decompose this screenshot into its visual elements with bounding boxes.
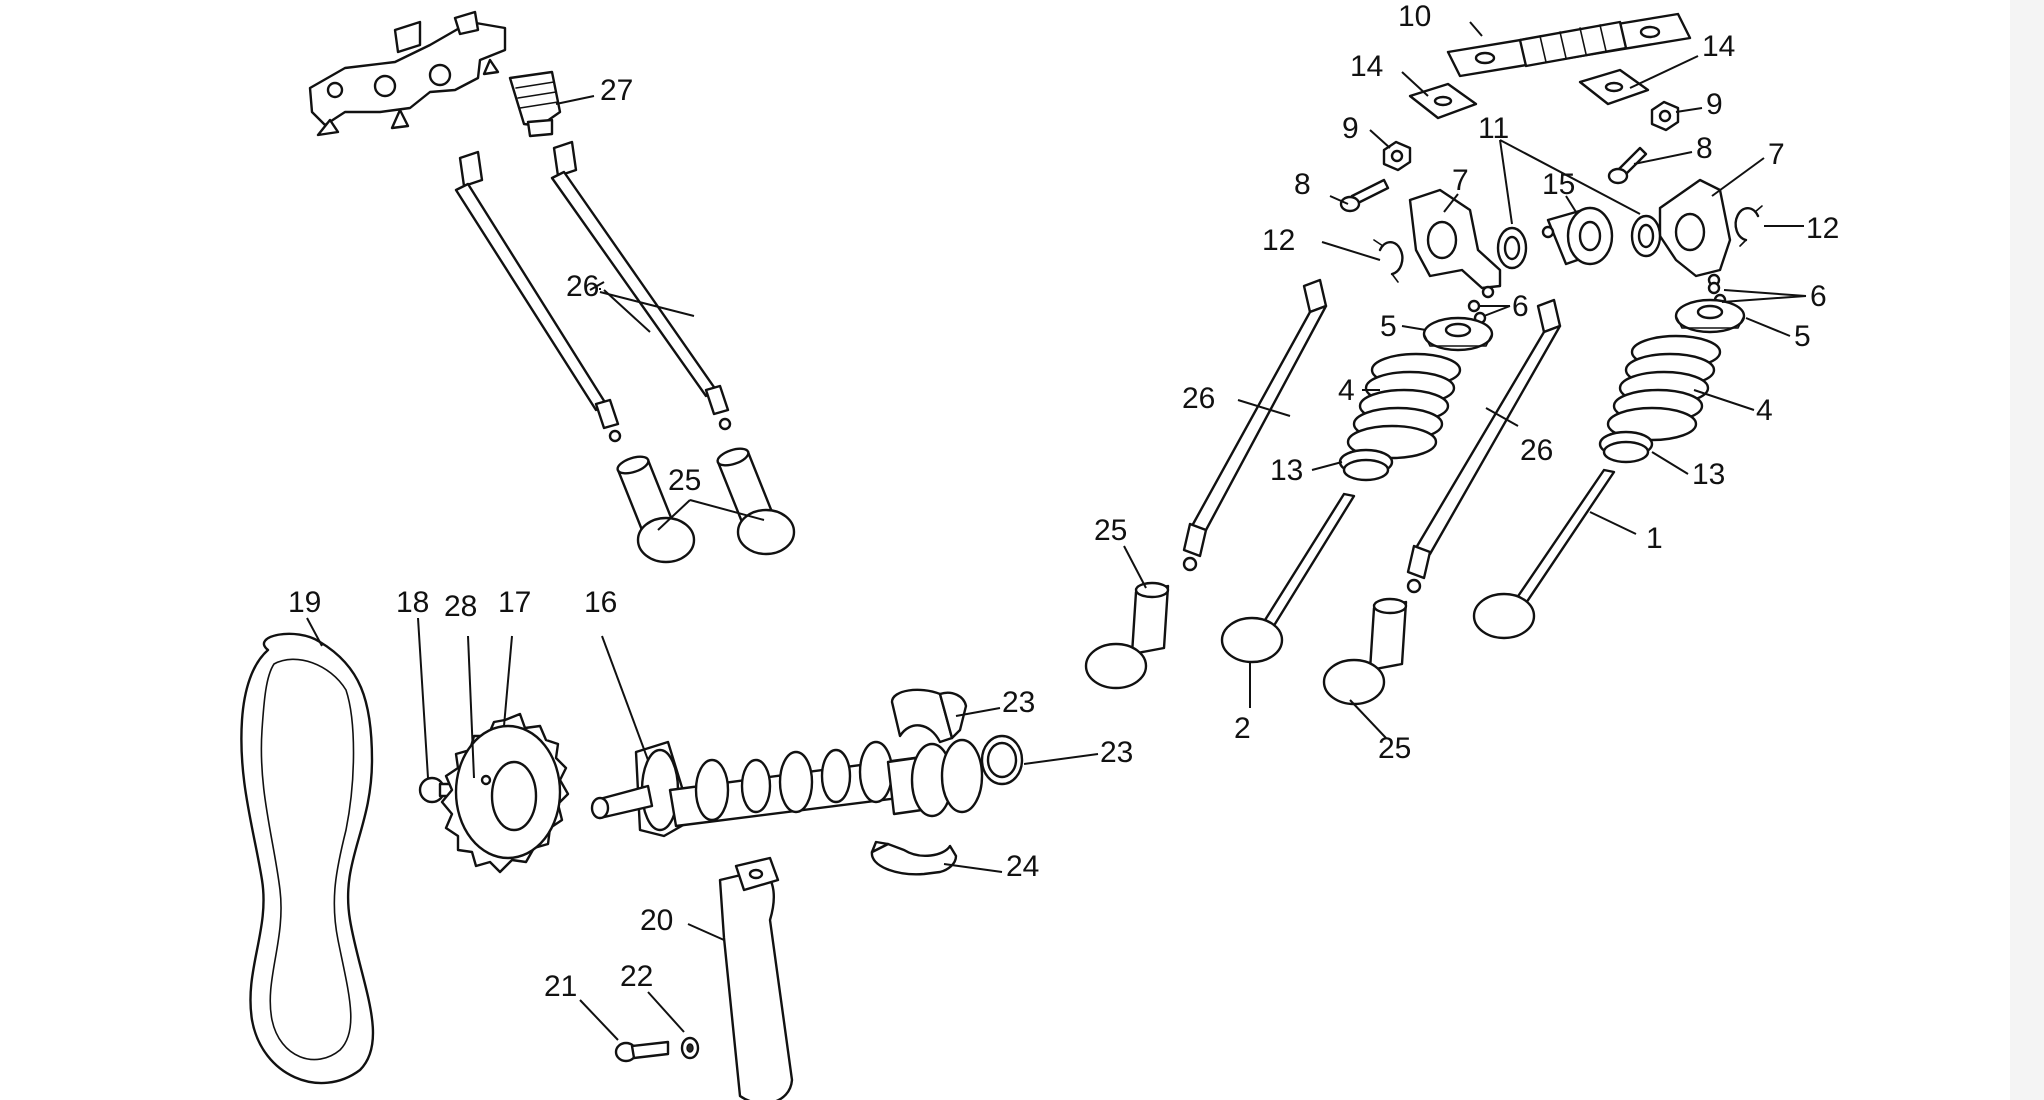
washer-11-right bbox=[1630, 214, 1662, 258]
callout-19: 19 bbox=[288, 586, 321, 619]
circlip-12-left bbox=[1373, 239, 1404, 283]
callout-5: 5 bbox=[1794, 320, 1811, 353]
bushing-15 bbox=[1541, 206, 1614, 266]
bearing-half-23-upper bbox=[890, 688, 968, 744]
screw-8-left bbox=[1339, 178, 1390, 213]
valve-2 bbox=[1220, 492, 1356, 664]
callout-4: 4 bbox=[1338, 374, 1355, 407]
callout-numbers: 10 14 14 9 9 8 8 11 7 7 15 12 12 6 6 5 5… bbox=[288, 0, 1839, 1003]
callout-26: 26 bbox=[1520, 434, 1553, 467]
callout-25: 25 bbox=[1094, 514, 1127, 547]
callout-13: 13 bbox=[1692, 458, 1725, 491]
spring-4-left bbox=[1346, 352, 1462, 460]
callout-2: 2 bbox=[1234, 712, 1251, 745]
washer-22 bbox=[680, 1036, 700, 1060]
camshaft-16 bbox=[590, 738, 984, 838]
rocker-arm-7-left bbox=[1408, 188, 1502, 299]
callout-20: 20 bbox=[640, 904, 673, 937]
callout-13: 13 bbox=[1270, 454, 1303, 487]
page-edge bbox=[2010, 0, 2044, 1100]
sprocket-17 bbox=[440, 712, 570, 874]
callout-5: 5 bbox=[1380, 310, 1397, 343]
seat-13-right bbox=[1598, 430, 1654, 464]
callout-4: 4 bbox=[1756, 394, 1773, 427]
chain-tensioner-20 bbox=[718, 856, 794, 1100]
rocker-assembly-left bbox=[308, 10, 507, 137]
callout-28: 28 bbox=[444, 590, 477, 623]
pad-14-left bbox=[1408, 82, 1478, 120]
rocker-shaft-10 bbox=[1446, 12, 1692, 78]
callout-14: 14 bbox=[1702, 30, 1735, 63]
callout-26: 26 bbox=[566, 270, 599, 303]
retainer-5-left bbox=[1422, 316, 1494, 352]
callout-8: 8 bbox=[1294, 168, 1311, 201]
callout-25: 25 bbox=[1378, 732, 1411, 765]
retainer-5-right bbox=[1674, 298, 1746, 334]
callout-26: 26 bbox=[1182, 382, 1215, 415]
callout-8: 8 bbox=[1696, 132, 1713, 165]
callout-6: 6 bbox=[1810, 280, 1827, 313]
callout-27: 27 bbox=[600, 74, 633, 107]
callout-15: 15 bbox=[1542, 168, 1575, 201]
callout-25: 25 bbox=[668, 464, 701, 497]
tappet-25-left-b bbox=[716, 447, 796, 556]
rocker-arm-7-right bbox=[1658, 178, 1732, 287]
callout-11: 11 bbox=[1478, 112, 1509, 145]
spring-4-right bbox=[1606, 334, 1722, 442]
callout-17: 17 bbox=[498, 586, 531, 619]
callout-24: 23 bbox=[1100, 736, 1133, 769]
callout-6: 6 bbox=[1512, 290, 1529, 323]
callout-16: 16 bbox=[584, 586, 617, 619]
pushrod-26-left-a bbox=[454, 150, 622, 443]
callout-18: 18 bbox=[396, 586, 429, 619]
callout-22: 22 bbox=[620, 960, 653, 993]
callout-12: 12 bbox=[1806, 212, 1839, 245]
nut-9-right bbox=[1650, 100, 1680, 132]
cap-27 bbox=[508, 70, 562, 138]
callout-14: 14 bbox=[1350, 50, 1383, 83]
leader-lines bbox=[306, 21, 1807, 1041]
washer-11-left bbox=[1496, 226, 1528, 270]
callout-9: 9 bbox=[1706, 88, 1723, 121]
callout-1: 1 bbox=[1646, 522, 1663, 555]
bolt-21 bbox=[614, 1040, 670, 1063]
callout-7: 7 bbox=[1452, 164, 1469, 197]
callout-23: 24 bbox=[1006, 850, 1039, 883]
bearing-half-23-lower bbox=[870, 840, 958, 876]
timing-chain-19 bbox=[240, 632, 375, 1085]
screw-8-right bbox=[1607, 146, 1648, 185]
callout-12: 12 bbox=[1262, 224, 1295, 257]
callout-7: 7 bbox=[1768, 138, 1785, 171]
tappet-25-right-a bbox=[1084, 581, 1170, 690]
callout-23: 23 bbox=[1002, 686, 1035, 719]
seal-ring-24 bbox=[980, 734, 1024, 786]
nut-9-left bbox=[1382, 140, 1412, 172]
callout-10: 10 bbox=[1398, 0, 1431, 33]
circlip-12-right bbox=[1734, 205, 1763, 247]
callout-21: 21 bbox=[544, 970, 577, 1003]
pushrod-26-right-a bbox=[1182, 278, 1328, 572]
pushrod-26-left-b bbox=[550, 140, 732, 431]
callout-9: 9 bbox=[1342, 112, 1359, 145]
pushrod-26-right-b bbox=[1406, 298, 1562, 594]
pad-14-right bbox=[1578, 68, 1650, 106]
tappet-25-left-a bbox=[616, 455, 696, 564]
seat-13-left bbox=[1338, 448, 1394, 482]
valve-1 bbox=[1472, 468, 1616, 640]
tappet-25-right-b bbox=[1322, 597, 1408, 706]
